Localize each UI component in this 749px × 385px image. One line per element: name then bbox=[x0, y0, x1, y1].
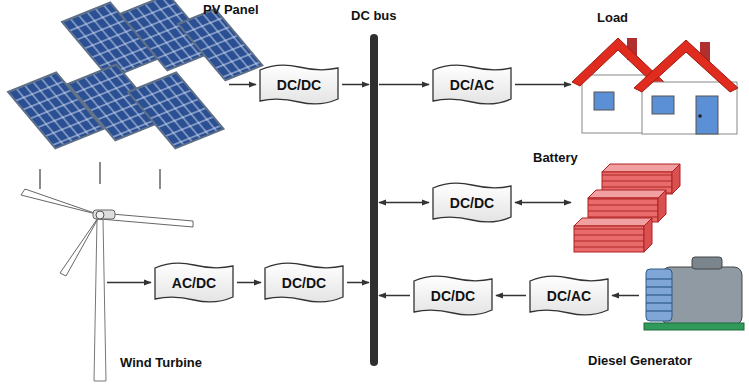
converter-box: DC/DC bbox=[257, 62, 341, 107]
path-part bbox=[260, 65, 338, 104]
polygon-part bbox=[672, 164, 680, 194]
flow-arrow bbox=[107, 282, 151, 284]
converter-text: DC/AC bbox=[450, 77, 494, 93]
illustration: Load bbox=[572, 30, 742, 138]
flow-arrow bbox=[496, 295, 526, 297]
rect-part bbox=[646, 269, 672, 321]
converter-label: DC/DC bbox=[411, 273, 495, 318]
flow-arrow bbox=[347, 282, 369, 284]
rect-part bbox=[93, 210, 115, 219]
converter-label: DC/AC bbox=[527, 273, 611, 318]
path-part bbox=[21, 189, 100, 215]
rect-part bbox=[574, 226, 644, 252]
converter-text: AC/DC bbox=[172, 275, 216, 291]
circle-part bbox=[96, 211, 104, 219]
rect-part bbox=[692, 257, 722, 269]
flow-arrow bbox=[379, 202, 429, 204]
polygon-part bbox=[644, 218, 652, 252]
rect-part bbox=[652, 96, 674, 114]
converter-text: DC/DC bbox=[282, 275, 326, 291]
converter-label: AC/DC bbox=[152, 260, 236, 305]
polygon-part bbox=[602, 164, 680, 172]
flow-arrow bbox=[237, 282, 261, 284]
converter-box: DC/DC bbox=[411, 273, 495, 318]
battery-illustration bbox=[572, 160, 684, 255]
rect-part bbox=[128, 73, 224, 149]
flow-arrow bbox=[515, 84, 571, 86]
illustration: PV Panel bbox=[0, 4, 228, 194]
line-part bbox=[39, 169, 41, 189]
path-part bbox=[433, 65, 511, 104]
line-part bbox=[646, 286, 672, 287]
converter-box: DC/DC bbox=[430, 180, 514, 225]
g-part bbox=[178, 9, 262, 80]
line-part bbox=[646, 302, 672, 303]
flow-arrow bbox=[379, 295, 410, 297]
path-part bbox=[155, 263, 233, 302]
pv-panels bbox=[8, 0, 262, 189]
component-label: Wind Turbine bbox=[120, 355, 202, 370]
converter-label: DC/DC bbox=[430, 180, 514, 225]
converter-label: DC/AC bbox=[430, 62, 514, 107]
rect-part bbox=[662, 267, 742, 325]
g-part bbox=[128, 73, 224, 149]
converter-box: AC/DC bbox=[152, 260, 236, 305]
path-part bbox=[414, 276, 492, 315]
path-part bbox=[433, 183, 511, 222]
line-part bbox=[646, 278, 672, 279]
component-label: DC bus bbox=[351, 8, 397, 23]
gen-illustration bbox=[640, 255, 746, 333]
converter-label: DC/DC bbox=[262, 260, 346, 305]
rect-part bbox=[644, 323, 744, 330]
converter-box: DC/AC bbox=[527, 273, 611, 318]
component-label: PV Panel bbox=[203, 2, 259, 17]
polygon-part bbox=[574, 218, 652, 226]
component-label: Load bbox=[597, 10, 628, 25]
rect-part bbox=[178, 9, 262, 80]
rect-part bbox=[696, 96, 718, 134]
flow-arrow bbox=[379, 84, 429, 86]
flow-arrow bbox=[515, 202, 571, 204]
rect-part bbox=[642, 82, 737, 134]
houses bbox=[572, 38, 738, 134]
line-part bbox=[646, 310, 672, 311]
flow-arrow bbox=[229, 84, 256, 86]
line-part bbox=[159, 169, 161, 189]
polygon-part bbox=[94, 219, 106, 381]
line-part bbox=[99, 162, 101, 184]
illustration: Battery bbox=[572, 160, 684, 255]
flow-arrow bbox=[342, 84, 369, 86]
converter-text: DC/AC bbox=[547, 288, 591, 304]
converter-text: DC/DC bbox=[450, 195, 494, 211]
illustration: Diesel Generator bbox=[640, 255, 746, 333]
line-part bbox=[646, 294, 672, 295]
house-illustration bbox=[572, 30, 742, 138]
turbine-illustration bbox=[15, 175, 106, 383]
polygon-part bbox=[588, 190, 666, 198]
diesel-generator bbox=[644, 257, 744, 330]
flow-arrow bbox=[612, 295, 639, 297]
pv-illustration bbox=[0, 4, 228, 194]
converter-box: DC/AC bbox=[430, 62, 514, 107]
component-label: Battery bbox=[533, 150, 578, 165]
polygon-part bbox=[634, 40, 738, 92]
circle-part bbox=[698, 114, 702, 118]
path-part bbox=[60, 215, 100, 276]
illustration: Wind Turbine bbox=[15, 175, 106, 383]
converter-text: DC/DC bbox=[277, 77, 321, 93]
converter-box: DC/DC bbox=[262, 260, 346, 305]
g-part bbox=[646, 279, 672, 311]
dc-bus-bar: DC bus bbox=[370, 34, 378, 366]
path-part bbox=[265, 263, 343, 302]
path-part bbox=[530, 276, 608, 315]
rect-part bbox=[594, 92, 614, 110]
component-label: Diesel Generator bbox=[588, 353, 692, 368]
converter-label: DC/DC bbox=[257, 62, 341, 107]
polygon-part bbox=[658, 190, 666, 222]
converter-text: DC/DC bbox=[431, 288, 475, 304]
battery-stack bbox=[574, 164, 680, 252]
